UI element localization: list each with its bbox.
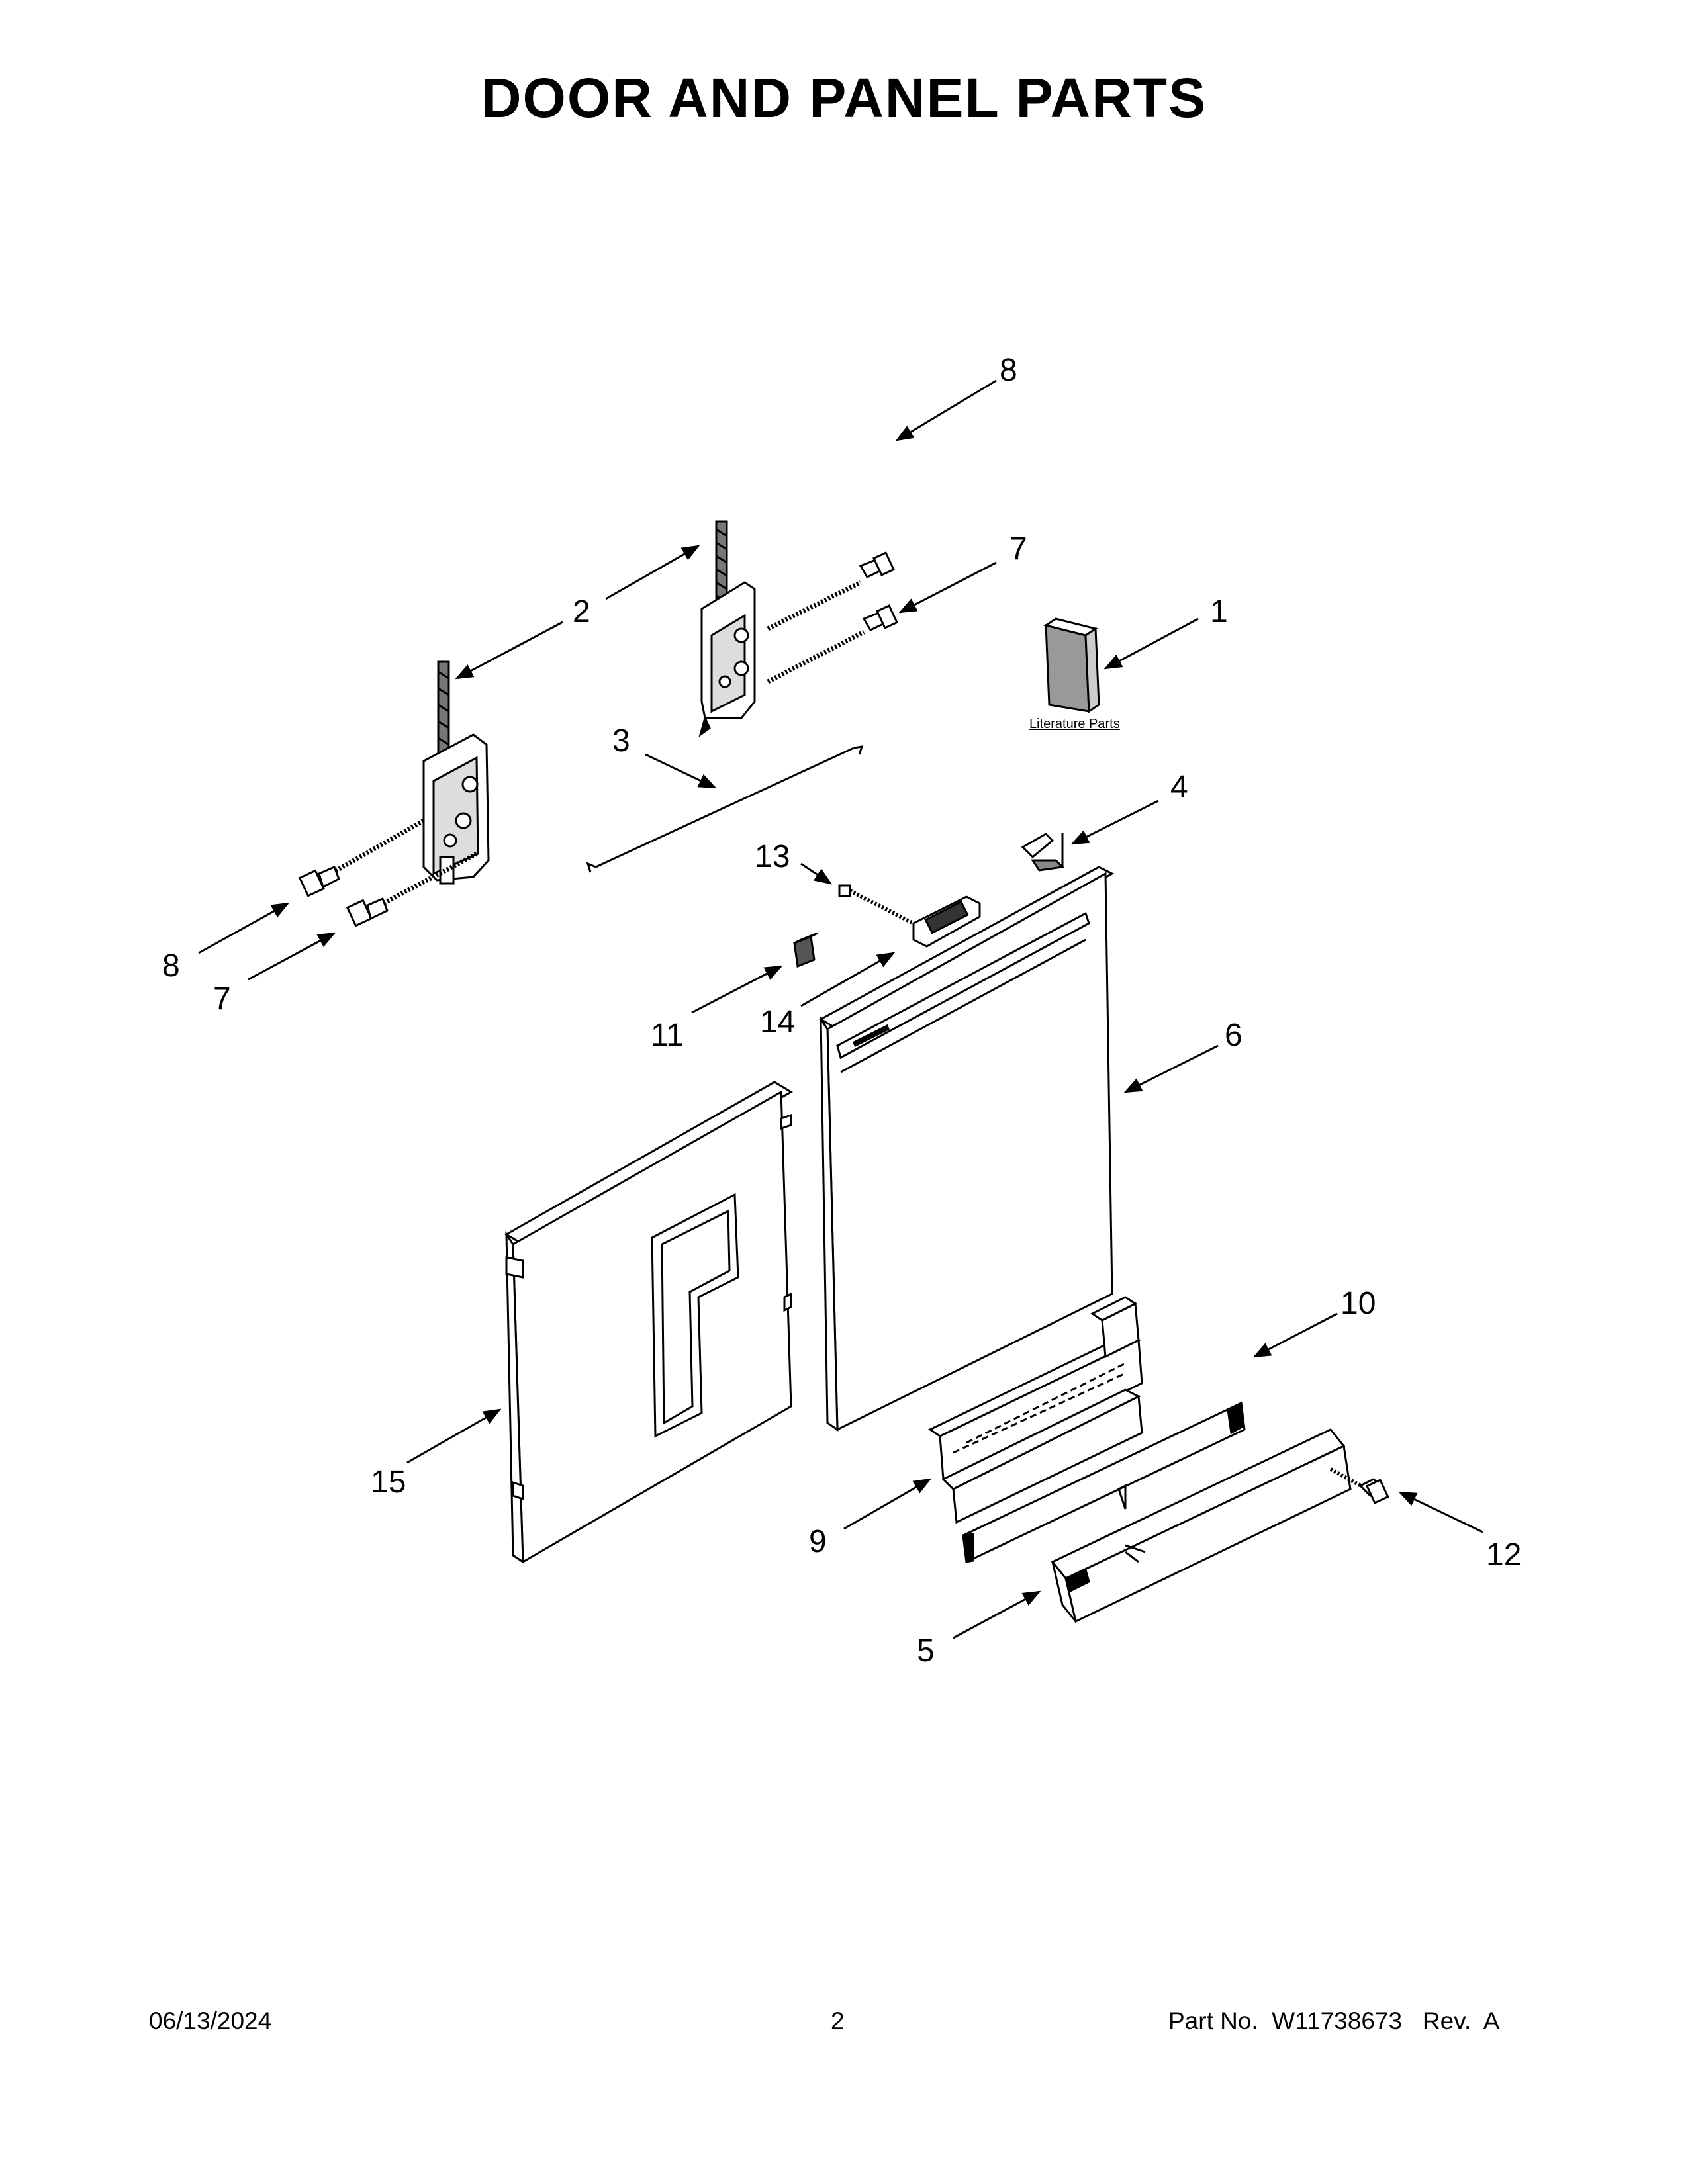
leader-7-lower [248, 932, 336, 981]
screw-part-8-lower [298, 866, 340, 897]
toe-panel-part-9 [927, 1296, 1143, 1524]
literature-parts-label: Literature Parts [1029, 717, 1120, 731]
leader-12 [1398, 1491, 1483, 1533]
leader-13 [800, 862, 833, 885]
clip-part-4 [1021, 833, 1065, 872]
footer-page-number: 2 [831, 2007, 845, 2034]
rod-part [586, 745, 864, 873]
leader-7-upper [898, 561, 997, 614]
callout-14: 14 [760, 1005, 795, 1040]
screw-part-8-upper [859, 551, 895, 578]
callout-15: 15 [371, 1465, 406, 1500]
callout-numbers: 8 7 1 2 3 4 13 14 11 8 7 6 10 15 9 12 5 [162, 353, 1521, 1668]
callout-10: 10 [1340, 1286, 1376, 1321]
screw-part-7-upper [862, 604, 898, 631]
callout-5: 5 [917, 1633, 935, 1668]
callout-11: 11 [651, 1018, 684, 1053]
leader-lines [198, 379, 1483, 1639]
left-hinge-screw-rods [330, 818, 478, 909]
screw-part-12 [1329, 1467, 1389, 1504]
left-hinge-part [422, 660, 490, 885]
footer-date: 06/13/2024 [149, 2007, 272, 2034]
callout-9: 9 [809, 1524, 827, 1559]
callout-6: 6 [1225, 1018, 1243, 1053]
leader-11 [691, 965, 783, 1014]
callout-8-lower: 8 [162, 948, 180, 983]
footer-part-number: Part No. W11738673 Rev. A [1168, 2007, 1500, 2034]
leader-14 [800, 952, 896, 1007]
leader-15 [406, 1408, 502, 1464]
inner-panel-part-15 [504, 1081, 793, 1564]
right-hinge-part [698, 520, 756, 737]
callout-12: 12 [1486, 1537, 1521, 1572]
leader-8-upper [895, 379, 997, 441]
callout-4: 4 [1170, 770, 1188, 805]
callout-2: 2 [573, 594, 590, 629]
callout-7-lower: 7 [213, 981, 231, 1017]
leader-8-lower [198, 902, 290, 954]
leader-3 [645, 753, 717, 789]
callout-7-upper: 7 [1009, 531, 1027, 567]
latch-part-14 [912, 895, 981, 948]
leader-1 [1103, 617, 1199, 670]
leader-6 [1123, 1044, 1219, 1093]
leader-10 [1252, 1312, 1338, 1358]
leader-2-left [455, 621, 563, 680]
page-title: DOOR AND PANEL PARTS [481, 67, 1207, 129]
literature-part [1043, 617, 1100, 713]
support-bar-part-10 [962, 1401, 1246, 1564]
leader-2-right [605, 545, 700, 600]
screw-part-7-lower [346, 897, 389, 927]
callout-13: 13 [755, 839, 790, 874]
leader-5 [953, 1590, 1041, 1639]
door-panel-part-6 [818, 866, 1115, 1432]
callout-8-upper: 8 [1000, 353, 1017, 388]
callout-1: 1 [1210, 594, 1228, 629]
leader-4 [1070, 799, 1159, 845]
leader-9 [843, 1478, 932, 1530]
switch-part-11 [793, 932, 818, 968]
right-hinge-screw-rods [767, 580, 865, 684]
callout-3: 3 [612, 723, 630, 758]
screw-part-13 [838, 884, 915, 925]
kick-plate-part-5 [1051, 1428, 1352, 1623]
